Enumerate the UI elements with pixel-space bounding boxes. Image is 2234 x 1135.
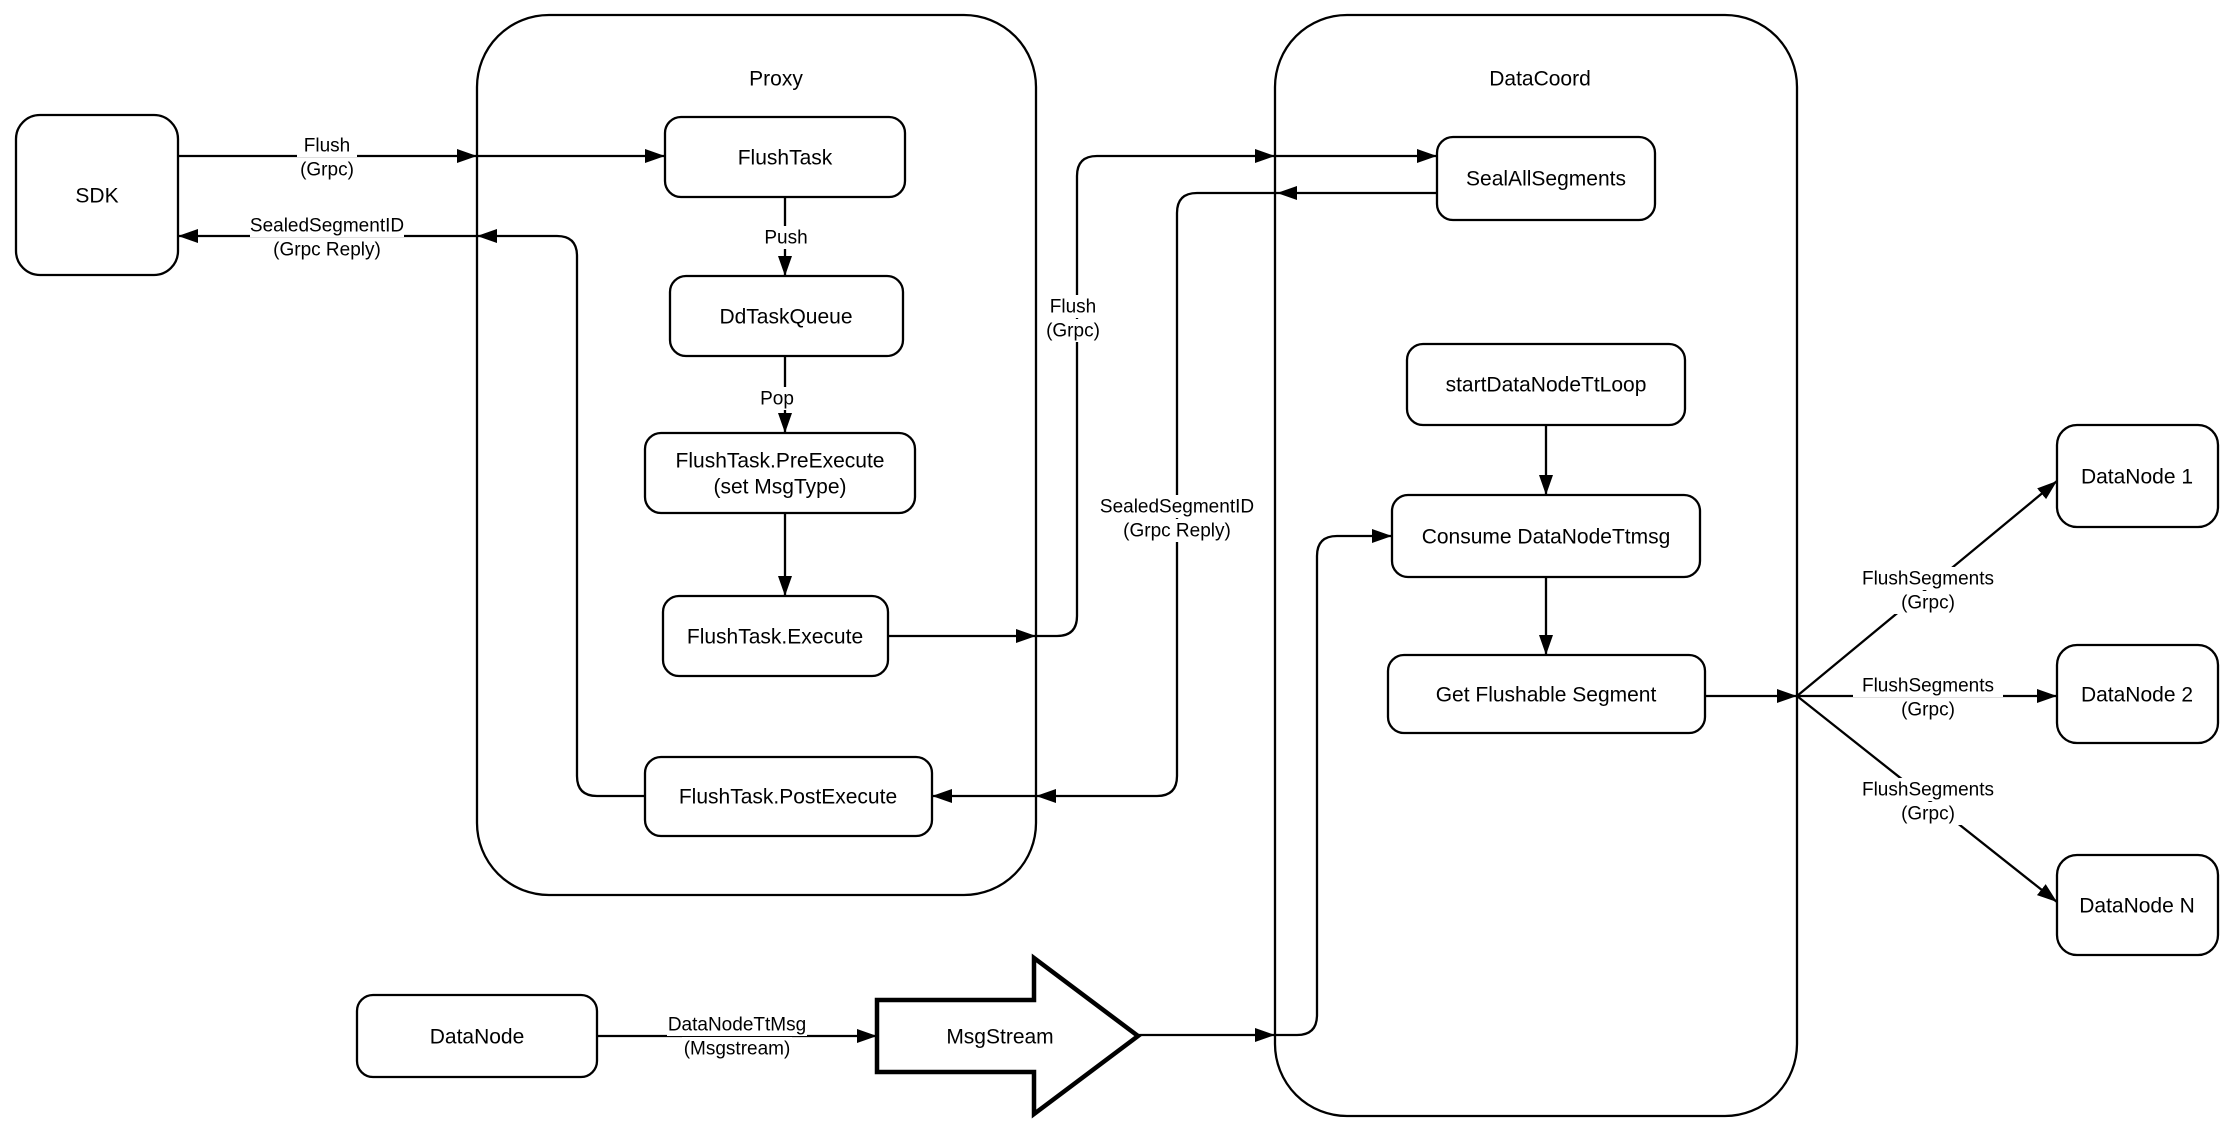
edge-label-text: Flush <box>304 136 350 157</box>
node-ddtaskqueue: DdTaskQueue <box>668 274 905 358</box>
node-flushtask: FlushTask <box>663 115 907 199</box>
node-label: Consume DataNodeTtmsg <box>1422 526 1671 549</box>
edge-label-text: Pop <box>760 389 794 410</box>
node-get-flushable-segment: Get Flushable Segment <box>1386 653 1707 735</box>
edge-label-text: FlushSegments <box>1862 569 1994 590</box>
edge-label-sealedsegmentid-datacoord: SealedSegmentID (Grpc Reply) <box>1100 495 1254 542</box>
node-label: (set MsgType) <box>713 476 846 499</box>
node-label: startDataNodeTtLoop <box>1446 374 1647 397</box>
edge-proxy-to-datacoord-flush <box>1036 149 1275 638</box>
node-label: Get Flushable Segment <box>1436 684 1657 707</box>
node-flushtask-postexecute: FlushTask.PostExecute <box>643 755 934 838</box>
edge-label-flushsegments-3: FlushSegments (Grpc) <box>1853 778 2003 825</box>
node-datanode: DataNode <box>355 993 599 1079</box>
node-flushtask-execute: FlushTask.Execute <box>661 594 890 678</box>
node-label: FlushTask.PostExecute <box>679 786 897 809</box>
edge-label-text: (Grpc) <box>1046 321 1100 342</box>
node-label: DataNode N <box>2079 895 2195 918</box>
edge-label-text: FlushSegments <box>1862 676 1994 697</box>
edge-label-text: SealedSegmentID <box>1100 497 1254 518</box>
node-sdk: SDK <box>14 113 180 277</box>
proxy-container <box>475 13 1038 897</box>
node-label: FlushTask <box>738 147 833 170</box>
edge-datacoord-edge-to-consume <box>1275 529 1392 1037</box>
datacoord-container-title: DataCoord <box>1489 68 1591 91</box>
edge-label-flush-grpc-sdk: Flush (Grpc) <box>293 134 361 181</box>
edge-label-text: DataNodeTtMsg <box>668 1015 806 1036</box>
node-label: DataNode 1 <box>2081 466 2193 489</box>
node-datanode-n: DataNode N <box>2055 853 2220 957</box>
node-consume-datanodettmsg: Consume DataNodeTtmsg <box>1390 493 1702 579</box>
node-datanode-1: DataNode 1 <box>2055 423 2220 529</box>
edge-label-text: Flush <box>1050 297 1096 318</box>
edge-label-text: (Msgstream) <box>684 1039 791 1060</box>
node-label: DataNode <box>430 1026 525 1049</box>
edge-label-pop: Pop <box>753 387 801 410</box>
node-label: FlushTask.PreExecute <box>676 450 885 473</box>
node-label: SDK <box>75 185 118 208</box>
edge-label-push: Push <box>758 226 814 249</box>
edge-label-text: (Grpc) <box>1901 593 1955 614</box>
node-label: DataNode 2 <box>2081 684 2193 707</box>
edge-label-text: SealedSegmentID <box>250 216 404 237</box>
proxy-container-title: Proxy <box>749 68 803 91</box>
edge-label-text: (Grpc) <box>1901 700 1955 721</box>
edge-label-flushsegments-2: FlushSegments (Grpc) <box>1853 674 2003 721</box>
node-label: FlushTask.Execute <box>687 626 863 649</box>
msgstream-arrow-icon <box>874 953 1142 1119</box>
edge-label-flush-grpc-datacoord: Flush (Grpc) <box>1039 295 1107 342</box>
edge-label-text: (Grpc Reply) <box>1123 521 1231 542</box>
edge-label-text: (Grpc) <box>300 160 354 181</box>
edge-datacoord-to-proxy-reply <box>1036 191 1277 803</box>
node-startdatanodettloop: startDataNodeTtLoop <box>1405 342 1687 427</box>
node-label: SealAllSegments <box>1466 168 1626 191</box>
node-flushtask-preexecute: FlushTask.PreExecute (set MsgType) <box>643 431 917 515</box>
node-label: DdTaskQueue <box>719 306 852 329</box>
edge-label-flushsegments-1: FlushSegments (Grpc) <box>1853 567 2003 614</box>
edge-label-sealedsegmentid-sdk: SealedSegmentID (Grpc Reply) <box>250 214 404 261</box>
node-datanode-2: DataNode 2 <box>2055 643 2220 745</box>
node-msgstream-arrow-shape: MsgStream <box>874 953 1142 1119</box>
edge-label-text: (Grpc) <box>1901 804 1955 825</box>
edge-label-text: Push <box>764 228 807 249</box>
edge-postexecute-to-proxy-edge <box>477 229 645 798</box>
edge-label-text: (Grpc Reply) <box>273 240 381 261</box>
datacoord-container <box>1273 13 1799 1118</box>
node-sealallsegments: SealAllSegments <box>1435 135 1657 222</box>
edge-label-text: FlushSegments <box>1862 780 1994 801</box>
node-label: MsgStream <box>946 1026 1053 1049</box>
edge-label-datanodettmsg: DataNodeTtMsg (Msgstream) <box>667 1013 807 1060</box>
